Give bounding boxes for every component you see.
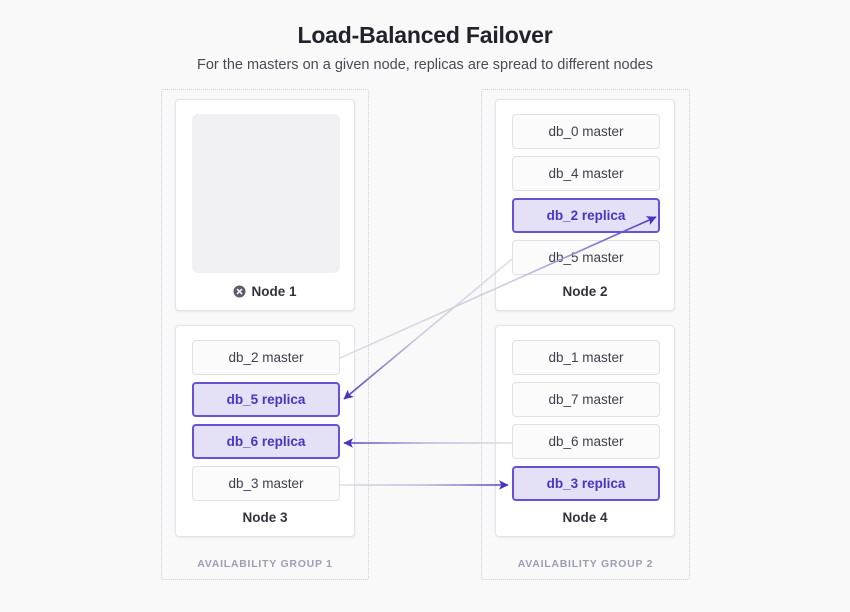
node4-db-list: db_1 master db_7 master db_6 master db_3… bbox=[512, 340, 660, 508]
db-box[interactable]: db_5 master bbox=[512, 240, 660, 275]
page-title: Load-Balanced Failover bbox=[297, 22, 553, 48]
db-box[interactable]: db_0 master bbox=[512, 114, 660, 149]
node1-label: Node 1 bbox=[251, 284, 297, 299]
db-box[interactable]: db_3 replica bbox=[512, 466, 660, 501]
db-box[interactable]: db_1 master bbox=[512, 340, 660, 375]
page-subtitle: For the masters on a given node, replica… bbox=[197, 57, 653, 73]
db-box[interactable]: db_7 master bbox=[512, 382, 660, 417]
node2-label-row: Node 2 bbox=[496, 284, 674, 299]
db-box[interactable]: db_4 master bbox=[512, 156, 660, 191]
availability-group-2-label: AVAILABILITY GROUP 2 bbox=[517, 558, 654, 570]
node2-db-list: db_0 master db_4 master db_2 replica db_… bbox=[512, 114, 660, 282]
node3-db-list: db_2 master db_5 replica db_6 replica db… bbox=[192, 340, 340, 508]
db-box[interactable]: db_2 master bbox=[192, 340, 340, 375]
node-card-node3[interactable]: db_2 master db_5 replica db_6 replica db… bbox=[175, 325, 355, 537]
db-box[interactable]: db_6 master bbox=[512, 424, 660, 459]
availability-group-1-label: AVAILABILITY GROUP 1 bbox=[197, 558, 333, 570]
db-box[interactable]: db_6 replica bbox=[192, 424, 340, 459]
node3-label-row: Node 3 bbox=[176, 510, 354, 525]
x-circle-icon bbox=[233, 285, 246, 298]
node4-label: Node 4 bbox=[562, 510, 608, 525]
node-card-node2[interactable]: db_0 master db_4 master db_2 replica db_… bbox=[495, 99, 675, 311]
node1-empty-placeholder bbox=[192, 114, 340, 273]
node4-label-row: Node 4 bbox=[496, 510, 674, 525]
db-box[interactable]: db_2 replica bbox=[512, 198, 660, 233]
db-box[interactable]: db_3 master bbox=[192, 466, 340, 501]
node3-label: Node 3 bbox=[242, 510, 288, 525]
db-box[interactable]: db_5 replica bbox=[192, 382, 340, 417]
node1-label-row: Node 1 bbox=[176, 284, 354, 299]
node2-label: Node 2 bbox=[562, 284, 608, 299]
diagram-header: Load-Balanced Failover For the masters o… bbox=[0, 20, 850, 74]
node-card-node4[interactable]: db_1 master db_7 master db_6 master db_3… bbox=[495, 325, 675, 537]
node-card-node1[interactable]: Node 1 bbox=[175, 99, 355, 311]
